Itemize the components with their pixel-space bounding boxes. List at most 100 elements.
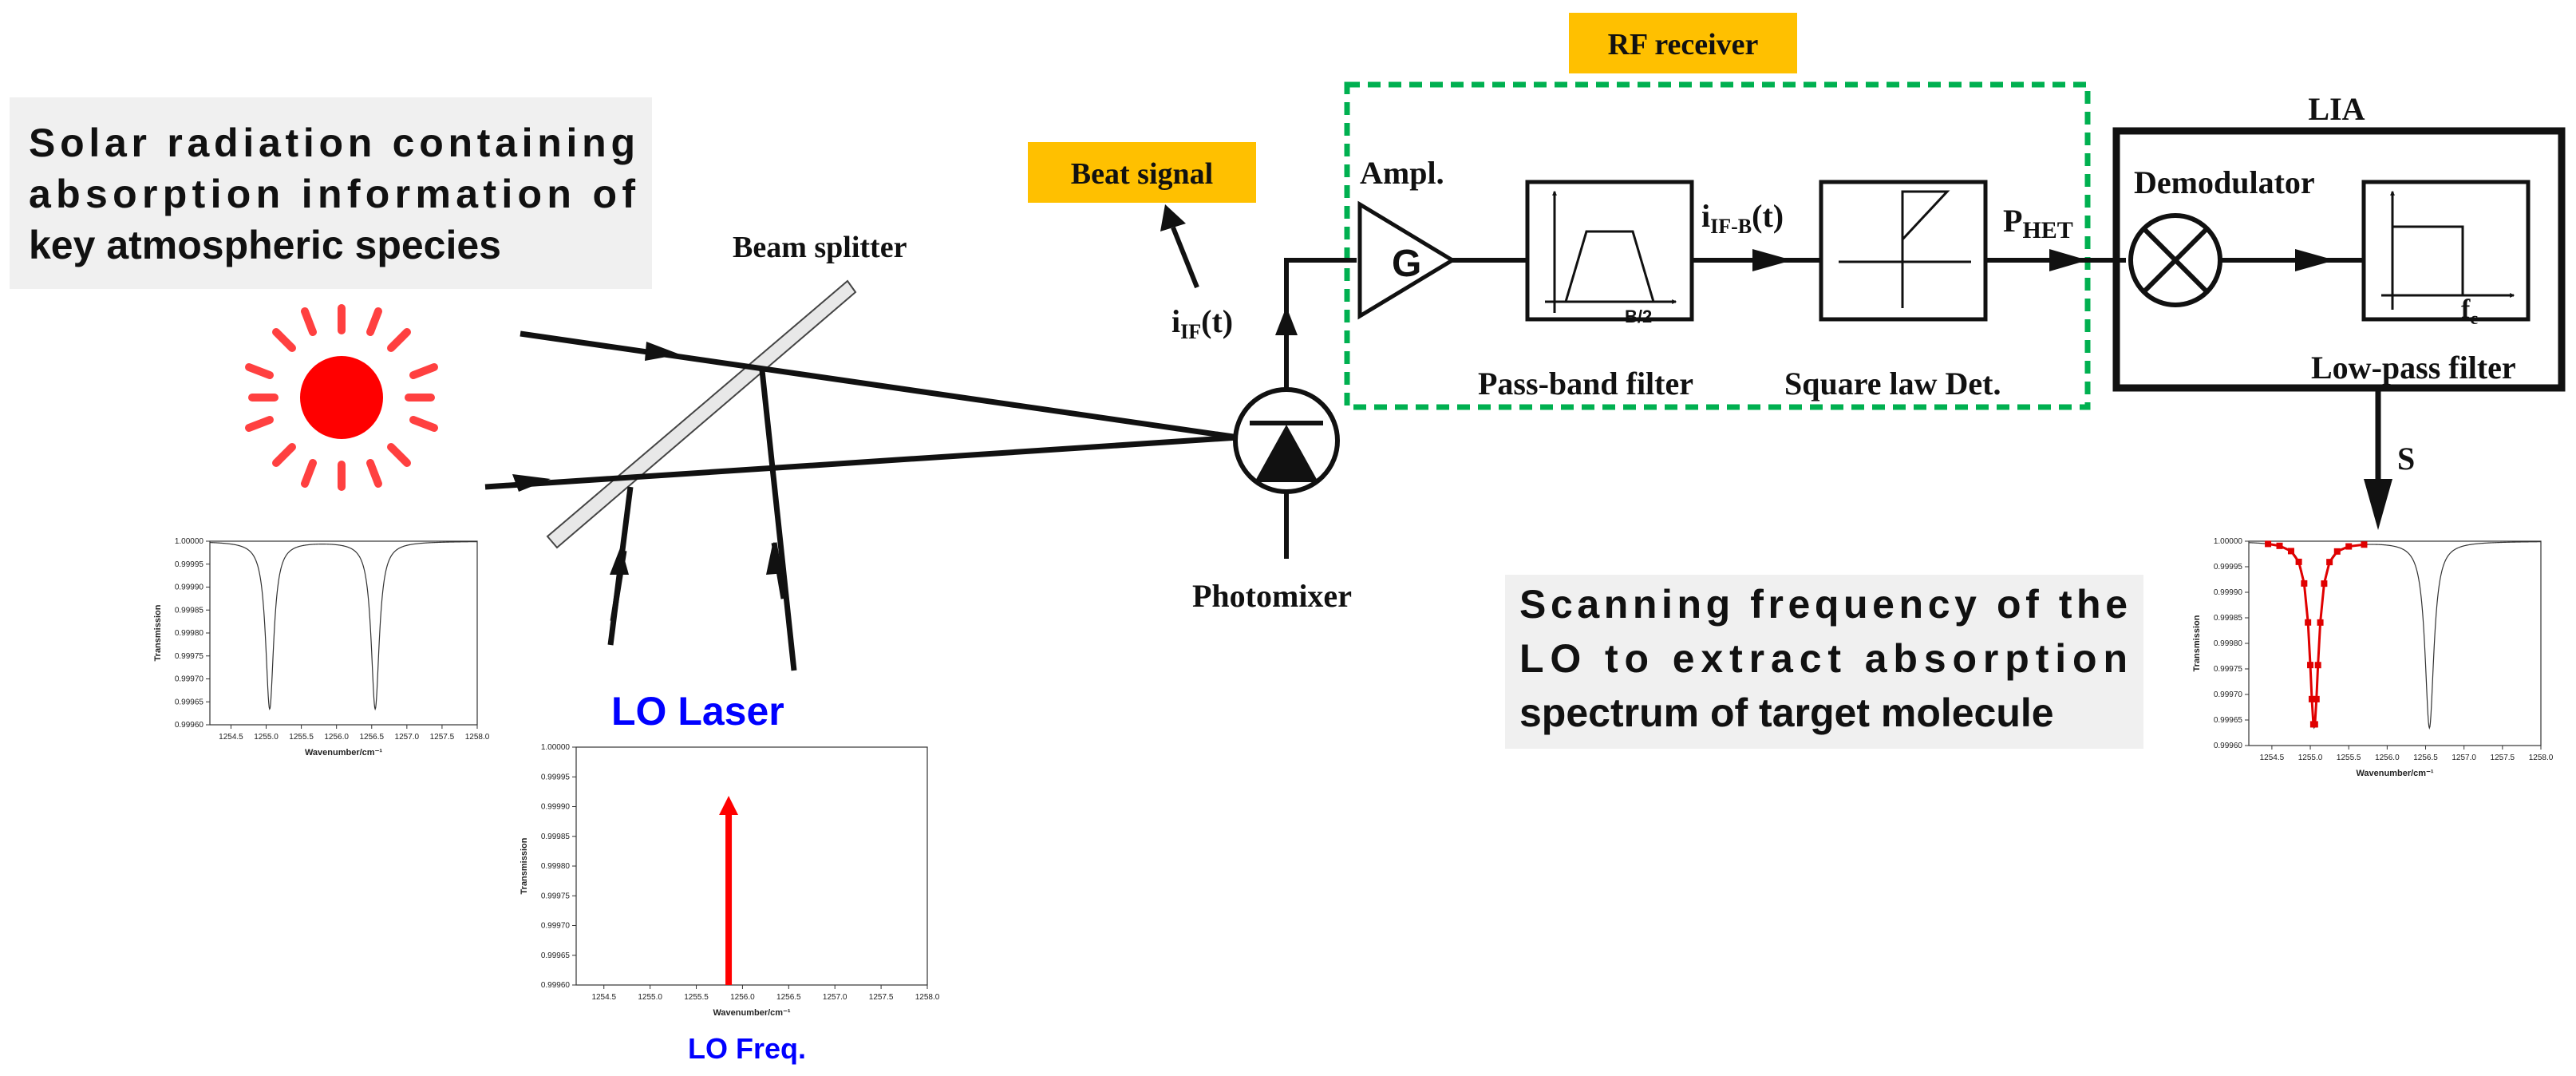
y-tick-label: 0.99975 [541, 892, 571, 900]
scan-point [2345, 543, 2353, 550]
scan-point [2308, 695, 2315, 702]
y-axis-label: Transmission [520, 837, 529, 894]
y-tick-label: 0.99975 [175, 652, 204, 661]
iifb-sub: IF-B [1710, 215, 1752, 238]
arrow-phet [2049, 249, 2088, 271]
lowpass-filter-label: Low-pass filter [2311, 350, 2516, 386]
x-tick-label: 1256.5 [359, 733, 384, 742]
solar-line-1: Solar radiation containing [29, 121, 635, 165]
passband-filter-label: Pass-band filter [1478, 366, 1693, 402]
beam-splitter-label: Beam splitter [733, 231, 907, 264]
y-tick-label: 0.99970 [541, 922, 571, 931]
y-tick-label: 1.00000 [175, 537, 204, 546]
scan-point [2314, 662, 2321, 669]
y-tick-label: 0.99970 [2214, 690, 2243, 699]
x-tick-label: 1256.0 [2375, 754, 2400, 762]
photomixer-label: Photomixer [1192, 578, 1352, 614]
passband-filter-block: B/2 Pass-band filter [1478, 180, 1694, 402]
y-axis-label: Transmission [153, 604, 163, 661]
solar-line-3: key atmospheric species [29, 223, 501, 267]
gain-label: G [1392, 243, 1421, 285]
beat-signal-tag: Beat signal [1028, 142, 1256, 203]
x-tick-label: 1257.0 [2452, 754, 2476, 762]
fc-main: f [2461, 295, 2471, 324]
iif-main: i [1171, 303, 1180, 339]
scan-point [2361, 541, 2368, 548]
y-tick-label: 0.99990 [175, 583, 204, 592]
iif-signal: iIF(t) [1160, 204, 1233, 343]
x-tick-label: 1258.0 [2529, 754, 2554, 762]
y-tick-label: 0.99995 [175, 560, 204, 569]
x-tick-label: 1258.0 [915, 993, 940, 1002]
scan-caption-bg [1505, 575, 2143, 749]
x-tick-label: 1254.5 [219, 733, 243, 742]
spectrum-line [2248, 541, 2542, 730]
scan-point [2321, 580, 2328, 587]
s-label: S [2397, 441, 2415, 477]
lo-laser-label: LO Laser [611, 689, 784, 734]
x-tick-label: 1256.0 [730, 993, 755, 1002]
x-axis-label: Wavenumber/cm⁻¹ [305, 748, 382, 758]
lo-arrowhead [719, 796, 739, 816]
scan-point [2276, 542, 2283, 549]
solar-caption-bg [10, 97, 652, 289]
scan-point [2301, 580, 2308, 587]
solar-caption: Solar radiation containing absorption in… [10, 97, 652, 289]
b2-label: B/2 [1625, 307, 1652, 326]
x-tick-label: 1255.0 [2298, 754, 2323, 762]
y-tick-label: 0.99965 [175, 698, 204, 706]
x-tick-label: 1256.5 [776, 993, 801, 1002]
lowpass-filter-block: fc Low-pass filter [2311, 180, 2531, 386]
y-tick-label: 0.99995 [541, 773, 571, 781]
x-tick-label: 1257.5 [2491, 754, 2515, 762]
lia-label: LIA [2308, 91, 2365, 127]
rf-receiver-box [1344, 81, 2091, 410]
scan-line-3: spectrum of target molecule [1519, 690, 2054, 735]
square-law-block: Square law Det. [1784, 180, 2001, 402]
y-tick-label: 0.99960 [175, 721, 204, 730]
y-tick-label: 0.99970 [175, 675, 204, 684]
y-tick-label: 0.99965 [541, 951, 571, 960]
y-tick-label: 0.99975 [2214, 665, 2243, 674]
iifb-main: i [1701, 198, 1710, 234]
x-tick-label: 1255.5 [2337, 754, 2361, 762]
ampl-label: Ampl. [1360, 155, 1444, 191]
scan-point [2313, 695, 2320, 702]
s-output: S [2364, 388, 2415, 530]
scan-point [2311, 721, 2318, 728]
plot-frame [209, 540, 478, 726]
y-tick-label: 0.99980 [175, 629, 204, 638]
y-tick-label: 0.99960 [541, 981, 571, 990]
lo-freq-label: LO Freq. [688, 1032, 806, 1065]
y-tick-label: 0.99985 [2214, 614, 2243, 623]
y-tick-label: 1.00000 [2214, 537, 2243, 546]
x-tick-label: 1255.5 [684, 993, 709, 1002]
y-tick-label: 0.99965 [2214, 716, 2243, 725]
arrow-iifb [1752, 249, 1792, 271]
arrow-demod [2295, 249, 2335, 271]
sun-icon [245, 304, 438, 491]
mixer-circle-x-icon [2128, 213, 2222, 307]
x-tick-label: 1257.5 [430, 733, 455, 742]
x-tick-label: 1255.0 [254, 733, 279, 742]
x-tick-label: 1257.0 [823, 993, 847, 1002]
x-tick-label: 1256.0 [324, 733, 349, 742]
rf-receiver-tag: RF receiver [1569, 13, 1797, 73]
svg-text:PHET: PHET [2003, 203, 2073, 243]
scan-point [2305, 619, 2312, 626]
iif-arg: (t) [1201, 303, 1233, 339]
rf-receiver-label: RF receiver [1608, 28, 1759, 61]
iifb-arg: (t) [1752, 198, 1784, 234]
x-tick-label: 1254.5 [2260, 754, 2285, 762]
y-tick-label: 0.99980 [541, 862, 571, 871]
scan-point [2333, 548, 2341, 555]
x-tick-label: 1255.5 [289, 733, 314, 742]
y-tick-label: 0.99985 [541, 833, 571, 841]
svg-text:fc: fc [2461, 295, 2478, 328]
y-tick-label: 0.99990 [2214, 588, 2243, 597]
scan-point [2295, 558, 2302, 565]
y-tick-label: 0.99980 [2214, 639, 2243, 648]
scan-caption: Scanning frequency of the LO to extract … [1505, 575, 2143, 749]
